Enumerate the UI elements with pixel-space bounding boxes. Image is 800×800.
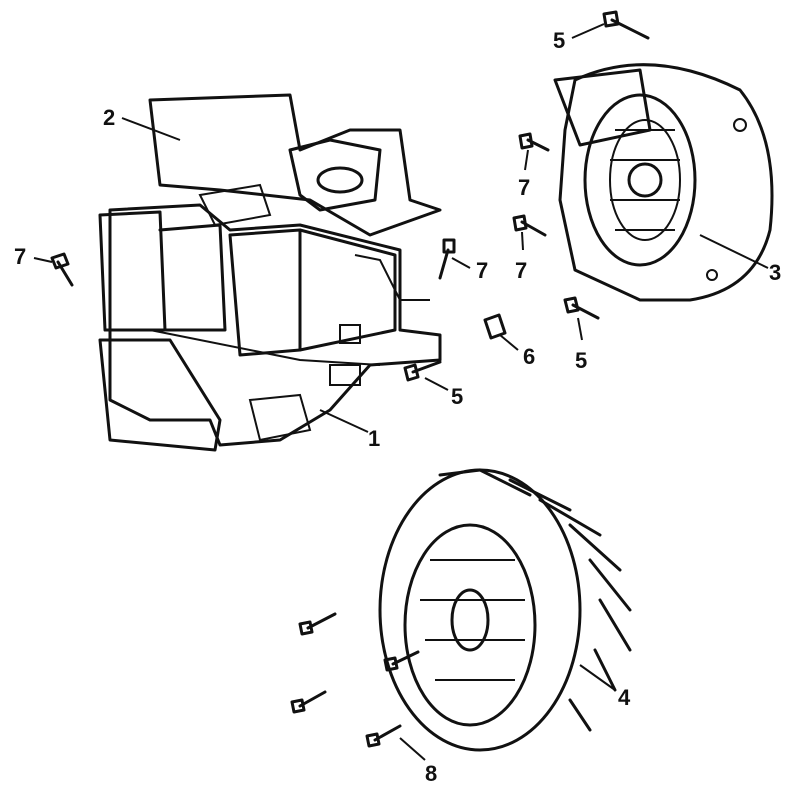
callout-3: 3 [769,260,781,285]
callout-6: 6 [523,344,535,369]
bolts [50,10,650,748]
leader-lines [33,23,769,761]
callout-7: 7 [14,244,26,269]
callout-8: 8 [425,761,437,786]
callout-7: 7 [515,258,527,283]
callout-5: 5 [451,384,463,409]
part-4-fan [378,468,632,752]
callout-1: 1 [368,426,380,451]
callout-7: 7 [476,258,488,283]
part-3-fan-cover [553,63,774,302]
callout-2: 2 [103,105,115,130]
callout-5: 5 [575,348,587,373]
callout-4: 4 [618,685,631,710]
part-1-housing [98,203,442,452]
callout-5: 5 [553,28,565,53]
part-2-shroud [148,93,442,237]
callout-7: 7 [518,175,530,200]
